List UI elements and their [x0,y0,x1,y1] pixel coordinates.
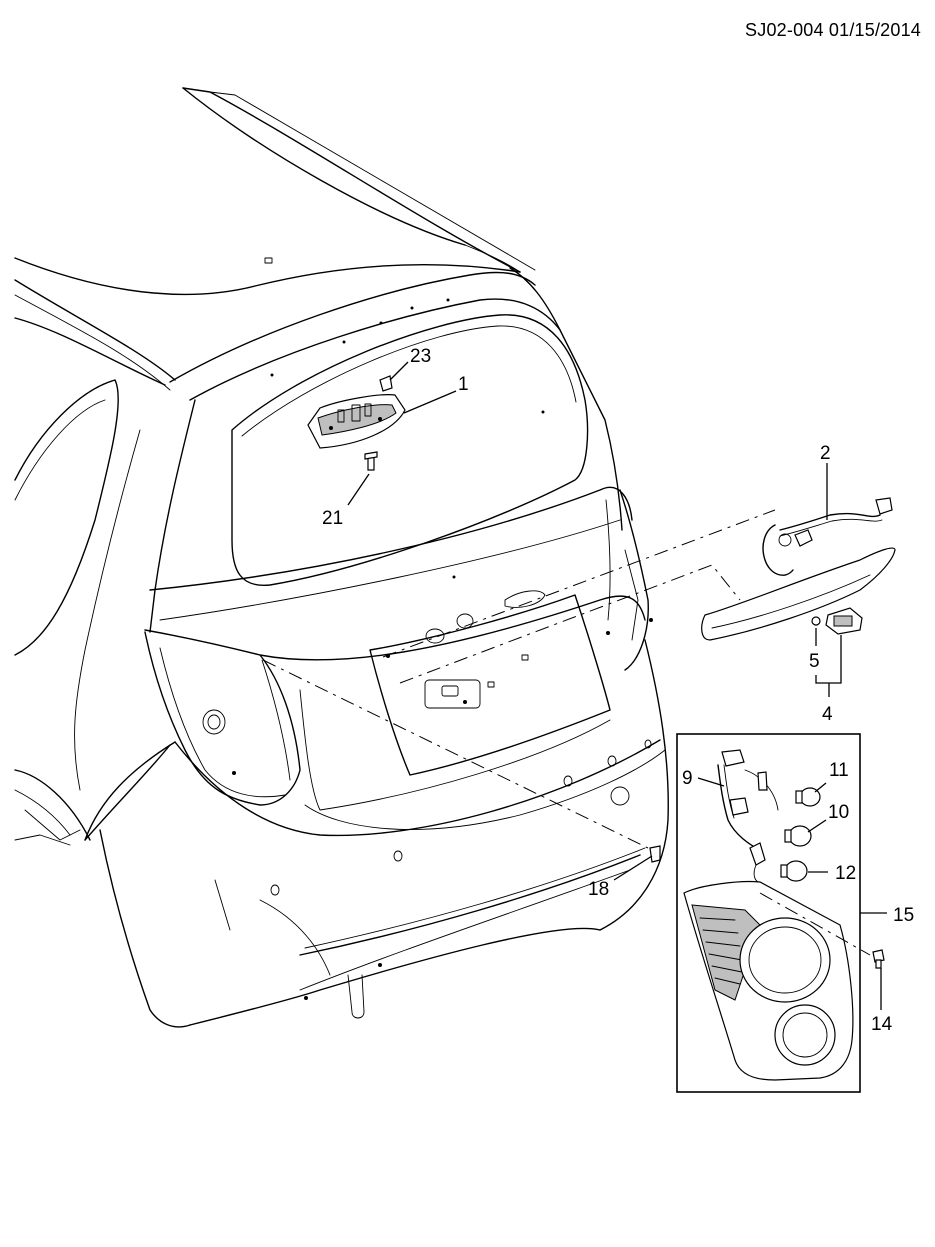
part-10-bulb [784,825,812,847]
callout-1: 1 [458,374,469,395]
part-18-clip [649,845,661,863]
callout-18: 18 [588,879,609,900]
part-2-wiring-harness [762,497,893,576]
callout-11: 11 [829,760,849,781]
callout-15: 15 [893,905,914,926]
guide-lines [262,509,871,956]
document-id: SJ02-004 01/15/2014 [745,20,921,40]
callout-12: 12 [835,863,856,884]
part-4-lamp-housing [825,607,863,635]
callout-labels: 1 23 21 2 5 4 9 11 10 12 15 14 18 [322,346,914,1035]
part-21-screw [364,451,378,471]
callout-4: 4 [822,704,833,725]
callout-10: 10 [828,802,849,823]
part-4-license-lamp-assembly [701,547,896,641]
part-11-bulb [795,787,821,807]
part-9-socket-harness [717,749,779,883]
vehicle-body [14,87,669,1028]
part-12-bulb [780,860,808,882]
callout-9: 9 [682,768,693,789]
callout-14: 14 [871,1014,893,1035]
part-23-clip [379,375,393,392]
part-14-screw [872,949,885,969]
part-5-bulb [811,616,821,626]
part-1-high-mount-stop-lamp [307,394,406,449]
leader-lines [347,361,887,1010]
part-15-tail-lamp-assembly [683,880,854,1081]
callout-5: 5 [809,651,820,672]
callout-21: 21 [322,508,343,529]
callout-23: 23 [410,346,431,367]
callout-2: 2 [820,443,831,464]
